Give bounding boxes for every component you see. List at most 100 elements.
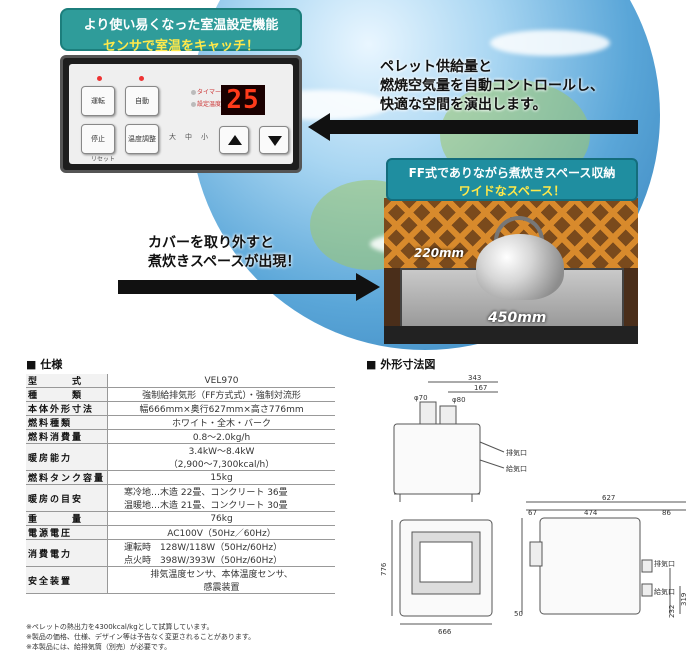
spec-value-line: 幅666mm×奥行627mm×高さ776mm	[139, 405, 304, 415]
caption-arrow-bar	[118, 280, 358, 294]
dimension-drawing-svg: 343 167 φ70 φ80 排気口 給気口 627 67 474 86 77…	[380, 374, 688, 636]
spec-value: 15kg	[107, 470, 335, 485]
timer-label: タイマー	[197, 89, 222, 96]
run-button: 運転	[81, 86, 115, 116]
spec-key: 燃料タンク容量	[26, 470, 109, 485]
setting-temp-label: 設定温度	[197, 101, 222, 108]
spec-row: 安全装置排気温度センサ、本体温度センサ、感震装置	[26, 566, 335, 594]
caption-line: 快適な空間を演出します。	[380, 97, 547, 113]
spec-heading: 仕様	[26, 356, 62, 372]
spec-value-line: ホワイト・全木・バーク	[172, 419, 272, 429]
spec-key: 燃料種類	[26, 415, 109, 430]
right-side-body	[539, 517, 641, 615]
kettle-handle	[494, 216, 544, 256]
dim-86: 86	[662, 509, 671, 517]
dim-167: 167	[474, 384, 487, 392]
spec-row: 重 量 76kg	[26, 511, 335, 526]
note-line: ※本製品には、給排気筒（別売）が必要です。	[26, 643, 172, 651]
stove-body	[384, 326, 638, 344]
spec-value: 排気温度センサ、本体温度センサ、感震装置	[107, 566, 335, 594]
auto-button: 自動	[125, 86, 159, 116]
level-mid-label: 中	[185, 133, 192, 141]
panel-banner-sub: センサで室温をキャッチ！	[102, 39, 259, 54]
spec-row: 消費電力 運転時 128W/118W（50Hz/60Hz） 点火時 398W/393…	[26, 539, 335, 567]
exhaust-label-2: 排気口	[654, 559, 675, 568]
dim-232: 232	[668, 605, 676, 618]
spec-row: 種 類 強制給排気形（FF方式式）・強制対流形	[26, 387, 335, 402]
temp-adjust-button: 温度調整	[125, 124, 159, 154]
spec-value: 3.4kW～8.4kW（2,900～7,300kcal/h）	[107, 443, 335, 471]
spec-value: 幅666mm×奥行627mm×高さ776mm	[107, 401, 335, 416]
run-led-icon	[97, 76, 102, 81]
kettle-image	[476, 234, 564, 300]
spec-key: 安全装置	[26, 566, 109, 594]
auto-control-caption: ペレット供給量と 燃焼空気量を自動コントロールし、 快適な空間を演出します。	[380, 58, 604, 115]
spec-value-line: 15kg	[210, 472, 233, 483]
control-panel-face: 運転 自動 停止 温度調整 タイマー 設定温度 リセット 大 中 小 25	[69, 64, 293, 164]
cooking-space-caption: カバーを取り外すと 煮炊きスペースが出現！	[148, 234, 300, 272]
caption-line: カバーを取り外すと	[148, 235, 274, 251]
panel-banner-main: より使い易くなった室温設定機能	[83, 18, 279, 33]
spec-value-line: 排気温度センサ、本体温度センサ、	[150, 570, 293, 580]
spec-row: 暖房の目安寒冷地…木造 22畳、コンクリート 36畳温暖地…木造 21畳、コンク…	[26, 484, 335, 512]
dim-343: 343	[468, 374, 481, 382]
dim-319: 319	[680, 593, 688, 606]
dim-phi80: φ80	[452, 396, 466, 404]
auto-led-icon	[139, 76, 144, 81]
temp-down-button	[259, 126, 289, 154]
spec-value-line: 運転時 128W/118W（50Hz/60Hz）	[124, 543, 283, 553]
side-view-body	[393, 423, 481, 495]
level-large-label: 大	[169, 133, 176, 141]
depth-dimension-label: 220mm	[414, 246, 465, 260]
caption-line: 煮炊きスペースが出現！	[148, 254, 301, 270]
control-panel-photo: 運転 自動 停止 温度調整 タイマー 設定温度 リセット 大 中 小 25	[60, 55, 302, 173]
spec-value-line: 寒冷地…木造 22畳、コンクリート 36畳	[124, 488, 288, 498]
spec-value-line: 点火時 398W/393W（50Hz/60Hz）	[124, 556, 283, 566]
spec-key: 重 量	[26, 511, 109, 526]
spec-value-line: VEL970	[204, 375, 239, 386]
spec-value: VEL970	[107, 374, 335, 388]
down-arrow-icon	[268, 136, 282, 146]
spec-key: 燃料消費量	[26, 429, 109, 444]
spec-value: 運転時 128W/118W（50Hz/60Hz） 点火時 398W/393W（50…	[107, 539, 335, 567]
spec-key: 種 類	[26, 387, 109, 402]
photo-banner-sub: ワイドなスペース！	[458, 184, 566, 198]
dim-50: 50	[514, 610, 523, 618]
spec-value: 寒冷地…木造 22畳、コンクリート 36畳温暖地…木造 21畳、コンクリート 3…	[107, 484, 335, 512]
spec-key: 消費電力	[26, 539, 109, 567]
spec-notes: ※ペレットの熱出力を4300kcal/kgとして試算しています。 ※製品の価格、…	[26, 622, 255, 652]
note-line: ※製品の価格、仕様、デザイン等は予告なく変更されることがあります。	[26, 633, 256, 641]
spec-row: 燃料種類 ホワイト・全木・バーク	[26, 415, 335, 430]
spec-key: 暖房能力	[26, 443, 109, 471]
note-line: ※ペレットの熱出力を4300kcal/kgとして試算しています。	[26, 623, 214, 631]
reset-label: リセット	[91, 156, 116, 163]
spec-row: 燃料タンク容量 15kg	[26, 470, 335, 485]
caption-line: ペレット供給量と	[380, 59, 492, 75]
spec-key: 本体外形寸法	[26, 401, 109, 416]
caption-line: 燃焼空気量を自動コントロールし、	[380, 78, 604, 94]
timer-led-icon	[191, 90, 196, 95]
dimension-drawing: 343 167 φ70 φ80 排気口 給気口 627 67 474 86 77…	[380, 372, 698, 642]
photo-banner-main: FF式でありながら煮炊きスペース収納	[408, 166, 616, 180]
width-dimension-label: 450mm	[488, 310, 547, 326]
dim-776: 776	[380, 562, 388, 576]
spec-value-line: 76kg	[210, 513, 233, 524]
dim-627: 627	[602, 494, 615, 502]
dim-666: 666	[438, 628, 452, 636]
intake-pipe	[439, 405, 457, 425]
spec-value-line: 温暖地…木造 21畳、コンクリート 30畳	[124, 501, 288, 511]
spec-value-line: 0.8～2.0kg/h	[192, 433, 251, 443]
panel-feature-banner: より使い易くなった室温設定機能 センサで室温をキャッチ！	[60, 8, 302, 54]
spec-value-line: 強制給排気形（FF方式式）・強制対流形	[142, 391, 301, 401]
level-small-label: 小	[201, 133, 208, 141]
temperature-display: 25	[221, 85, 265, 115]
intake-label: 給気口	[506, 464, 527, 473]
intake-label-2: 給気口	[654, 587, 675, 596]
spec-value-line: AC100V（50Hz／60Hz）	[167, 529, 276, 539]
dim-474: 474	[584, 509, 598, 517]
spec-key: 型 式	[26, 374, 109, 388]
drawing-heading: 外形寸法図	[366, 356, 435, 372]
spec-value: 強制給排気形（FF方式式）・強制対流形	[107, 387, 335, 402]
left-arrow-icon	[308, 113, 330, 141]
